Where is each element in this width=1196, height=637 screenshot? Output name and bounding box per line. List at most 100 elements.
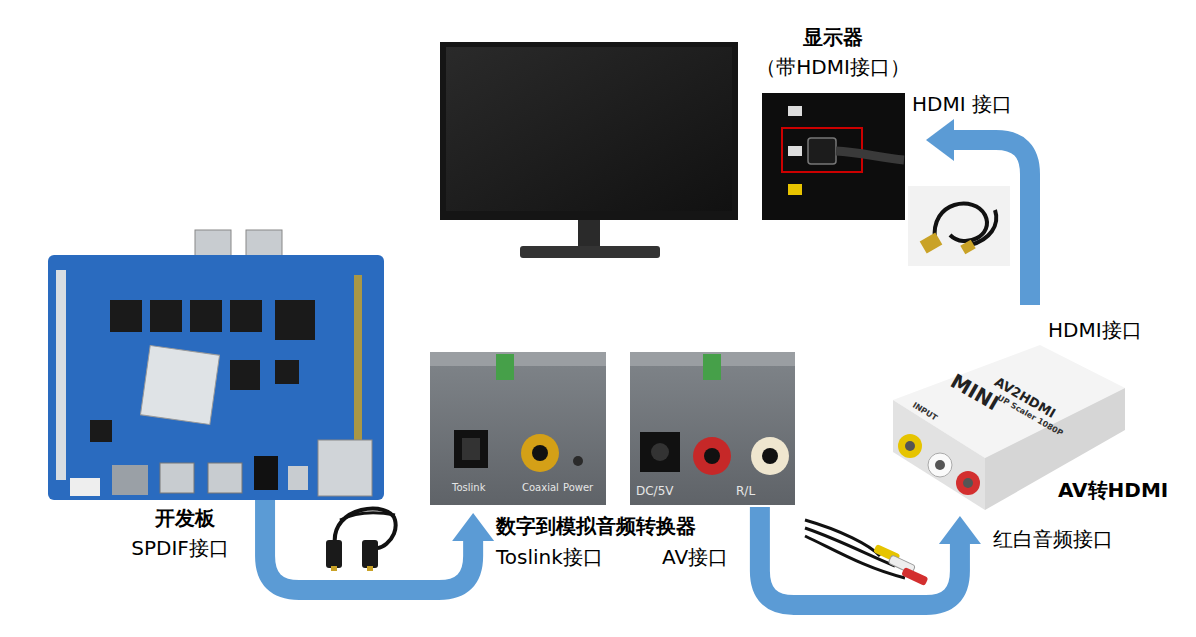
- converter-picture: [704, 448, 720, 464]
- monitor-node: 显示器 （带HDMI接口）: [440, 25, 912, 265]
- arrow-head: [939, 516, 981, 544]
- hdmi-port-photo: [788, 106, 802, 116]
- development-board-picture: [230, 360, 260, 390]
- converter-picture: [693, 437, 731, 475]
- converter-picture: [703, 354, 721, 380]
- device-print: Power: [563, 482, 593, 494]
- development-board-picture: [48, 255, 384, 500]
- development-board-picture: [190, 300, 222, 332]
- development-board-picture: [254, 456, 278, 490]
- arrow-head: [926, 119, 954, 161]
- converter-picture: [532, 445, 548, 461]
- arrow-shaft: [952, 140, 1030, 305]
- node-heading: 开发板: [155, 506, 215, 530]
- av2hdmi-box-picture: [935, 460, 945, 470]
- node-label: AV接口: [662, 545, 728, 569]
- node-heading: 数字到模拟音频转换器: [496, 514, 696, 538]
- flow-arrow: [265, 500, 494, 590]
- arrow-head: [452, 513, 494, 541]
- port-label: HDMI 接口: [912, 92, 1012, 116]
- development-board-picture: [354, 275, 362, 455]
- av-cable-photo: [805, 536, 905, 578]
- hdmi-cable-photo: [908, 186, 1010, 266]
- device-print: R/L: [736, 484, 755, 498]
- converter-picture: [430, 352, 606, 366]
- node-label: AV转HDMI: [1058, 478, 1168, 502]
- hdmi-port-photo: [762, 93, 905, 220]
- av2hdmi-box-picture: [928, 453, 952, 477]
- arrow-shaft: [265, 500, 473, 590]
- node-label: 红白音频接口: [993, 527, 1113, 551]
- development-board-picture: [90, 420, 112, 442]
- optical-cable-photo: [331, 566, 337, 571]
- development-board-picture: [140, 345, 219, 424]
- av2hdmi-box-picture: [956, 471, 980, 495]
- monitor-picture: [446, 47, 732, 211]
- development-board-picture: [70, 478, 100, 496]
- converter-picture: [640, 432, 680, 472]
- arrow-shaft: [760, 507, 960, 605]
- av2hdmi-box-picture: [963, 478, 973, 488]
- monitor-picture: [440, 42, 738, 258]
- converter-picture: [454, 430, 488, 468]
- device-print: MINI: [947, 369, 1004, 416]
- monitor-picture: [440, 42, 738, 220]
- hdmi-cable-photo: [935, 204, 987, 242]
- device-print: Coaxial: [522, 482, 559, 494]
- development-board-picture: [112, 465, 148, 495]
- development-board-picture: [230, 300, 262, 332]
- node-label: SPDIF接口: [131, 536, 229, 560]
- av2hdmi-box-picture: [905, 441, 915, 451]
- development-board-picture: [56, 270, 66, 480]
- converter-picture: [630, 352, 795, 505]
- hdmi-cable-photo: [920, 232, 943, 253]
- optical-cable-photo: [340, 513, 395, 520]
- optical-cable-photo: [367, 566, 373, 571]
- hdmi-port-photo: [808, 138, 836, 164]
- hdmi-cable-photo: [908, 186, 1010, 266]
- device-print: INPUT: [911, 401, 939, 424]
- development-board-picture: [275, 360, 299, 384]
- flow-arrow: [926, 119, 1030, 305]
- converter-picture: [521, 434, 559, 472]
- development-board-picture: [110, 300, 142, 332]
- converter-picture: [762, 448, 778, 464]
- hdmi-port-photo: [836, 151, 904, 160]
- optical-cable-photo: [362, 540, 378, 568]
- hdmi-port-photo: [788, 146, 802, 156]
- node-heading: HDMI接口: [1048, 318, 1142, 342]
- converter-picture: [462, 438, 480, 460]
- development-board-picture: [208, 463, 242, 493]
- monitor-picture: [520, 246, 660, 258]
- development-board-picture: [150, 300, 182, 332]
- development-board-picture: [275, 300, 315, 340]
- device-print: DC/5V: [636, 484, 674, 498]
- optical-cable-photo: [326, 540, 342, 568]
- converter-picture: [430, 352, 606, 505]
- converter-picture: [751, 437, 789, 475]
- av-cable-photo: [805, 520, 880, 556]
- hdmi-cable-photo: [970, 210, 996, 245]
- converter-picture: [573, 456, 583, 466]
- development-board-picture: [288, 466, 308, 490]
- node-heading: 显示器: [803, 25, 863, 49]
- converter-picture: [651, 443, 669, 461]
- node-label: （带HDMI接口）: [756, 55, 910, 79]
- hdmi-cable-photo: [960, 240, 975, 255]
- node-label: Toslink接口: [496, 545, 603, 569]
- flow-arrow: [760, 507, 981, 605]
- optical-cable-photo: [326, 509, 396, 571]
- converter-picture: [496, 354, 514, 380]
- development-board-picture: [318, 440, 372, 496]
- board-node: 开发板SPDIF接口: [48, 228, 384, 500]
- av-cable-photo: [901, 567, 928, 586]
- development-board-picture: [48, 230, 384, 500]
- av2hdmi-box-picture: [893, 400, 985, 510]
- av2hdmi-box-picture: [898, 434, 922, 458]
- av-cable-photo: [805, 520, 928, 586]
- development-board-picture: [160, 463, 194, 493]
- device-print: Toslink: [452, 482, 485, 494]
- monitor-picture: [578, 220, 600, 248]
